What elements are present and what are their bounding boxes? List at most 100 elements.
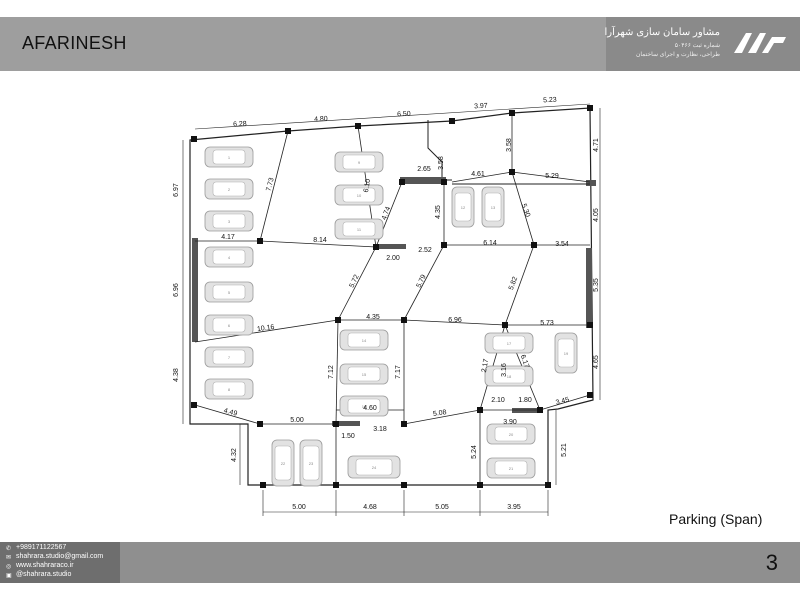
car-number: 4 [228, 255, 231, 260]
car-number: 17 [507, 341, 512, 346]
span-dimension-label: 7.17 [395, 365, 402, 379]
parking-car: 17 [484, 332, 534, 354]
outer-wall [189, 107, 594, 486]
dimension-label-right: 4.71 [593, 138, 600, 152]
contact-email: shahrara.studio@gmail.com [16, 553, 104, 560]
header-bar: AFARINESH مشاور سامان سازی شهرآرا شماره … [0, 17, 800, 71]
dimension-label-top: 3.97 [474, 103, 488, 111]
parking-car: 8 [204, 378, 254, 400]
span-dimension-label: 5.29 [545, 173, 559, 180]
car-cabin [557, 338, 575, 368]
parking-car: 4 [204, 246, 254, 268]
span-dimension-label: 4.35 [366, 314, 380, 321]
dimension-label-right: 4.65 [593, 355, 600, 369]
dimension-label-bottom: 3.95 [507, 504, 521, 511]
parking-car: 12 [451, 186, 475, 228]
dimension-label-left: 4.32 [231, 448, 238, 462]
parking-car: 22 [271, 439, 295, 487]
contact-phone: +989171122567 [16, 544, 67, 551]
span-dimension-label: 4.60 [363, 405, 377, 412]
parking-car: 6 [204, 314, 254, 336]
car-number: 6 [228, 323, 231, 328]
shear-wall-bottom-left [332, 421, 360, 426]
car-cabin [492, 335, 526, 351]
car-cabin [212, 349, 246, 365]
shear-wall-core [400, 177, 446, 184]
span-dimension-label: 6.17 [519, 354, 530, 369]
span-dimension-label: 10.16 [257, 324, 275, 333]
parking-car: 11 [334, 218, 384, 240]
shear-wall-left [192, 238, 198, 342]
contact-website: www.shahraraco.ir [16, 562, 74, 569]
page-number: 3 [765, 550, 778, 575]
span-dimension-label: 3.45 [555, 396, 570, 406]
span-dimension-label: 4.35 [435, 205, 442, 219]
parking-car: 2 [204, 178, 254, 200]
shear-wall-bottom-right [512, 408, 540, 413]
shear-wall-right [586, 248, 592, 328]
car-cabin [484, 192, 502, 222]
parking-car: 7 [204, 346, 254, 368]
parking-car: 19 [554, 332, 578, 374]
span-dimension-label: 3.16 [501, 363, 508, 377]
globe-icon: ◎ [6, 564, 12, 570]
span-lines [194, 113, 591, 485]
car-cabin [492, 368, 526, 384]
car-number: 14 [362, 338, 367, 343]
columns [191, 105, 593, 488]
dimension-label-left: 4.38 [173, 368, 180, 382]
shear-wall-mid [376, 244, 406, 249]
parking-car: 18 [484, 365, 534, 387]
span-dimension-label: 6.10 [363, 178, 372, 193]
parking-car: 3 [204, 210, 254, 232]
span-dimension-label: 1.50 [341, 433, 355, 440]
car-number: 24 [372, 465, 377, 470]
span-dimension-label: 2.52 [418, 247, 432, 254]
car-number: 8 [228, 387, 231, 392]
car-cabin [212, 149, 246, 165]
dimension-label-right: 5.21 [561, 443, 568, 457]
parking-car: 14 [339, 329, 389, 351]
dimension-label-left: 6.97 [173, 183, 180, 197]
car-cabin [212, 249, 246, 265]
span-dimension-label: 5.72 [349, 274, 361, 289]
footer-bar: ✆ +989171122567 ✉ shahrara.studio@gmail.… [0, 542, 800, 583]
car-number: 12 [461, 205, 466, 210]
span-dimension-label: 5.82 [508, 276, 519, 291]
car-cabin [212, 381, 246, 397]
parking-car: 21 [486, 457, 536, 479]
span-dimension-label: 3.54 [555, 241, 569, 248]
dimension-label-bottom: 5.00 [292, 504, 306, 511]
parking-car: 24 [347, 455, 401, 479]
dimension-label-top: 6.50 [397, 111, 411, 119]
parking-car: 13 [481, 186, 505, 228]
car-cabin [212, 213, 246, 229]
car-cabin [212, 284, 246, 300]
parking-car: 9 [334, 151, 384, 173]
contact-block: ✆ +989171122567 ✉ shahrara.studio@gmail.… [0, 542, 120, 583]
car-number: 15 [362, 372, 367, 377]
car-cabin [347, 398, 381, 414]
instagram-icon: ▣ [6, 573, 12, 579]
car-number: 21 [509, 466, 514, 471]
span-dimension-label: 2.10 [491, 397, 505, 404]
dimension-label-right: 5.35 [593, 278, 600, 292]
car-cabin [212, 181, 246, 197]
company-registration: شماره ثبت ۵۰۴۶۶ [674, 43, 720, 49]
car-number: 22 [281, 461, 286, 466]
dimension-label-top: 6.28 [233, 121, 247, 129]
company-services: طراحی، نظارت و اجرای ساختمان [635, 52, 720, 58]
span-dimension-label: 4.61 [471, 171, 485, 178]
email-icon: ✉ [6, 555, 12, 561]
car-cabin [302, 445, 320, 481]
car-number: 9 [358, 160, 361, 165]
parking-car: 5 [204, 281, 254, 303]
car-number: 13 [491, 205, 496, 210]
car-number: 5 [228, 290, 231, 295]
company-name: مشاور سامان سازی شهرآرا [604, 27, 720, 38]
span-dimension-label: 3.58 [506, 138, 513, 152]
parking-car: 16 [339, 395, 389, 417]
car-cabin [355, 458, 393, 476]
span-dimension-label: 2.65 [417, 166, 431, 173]
company-logo-icon [734, 33, 786, 53]
